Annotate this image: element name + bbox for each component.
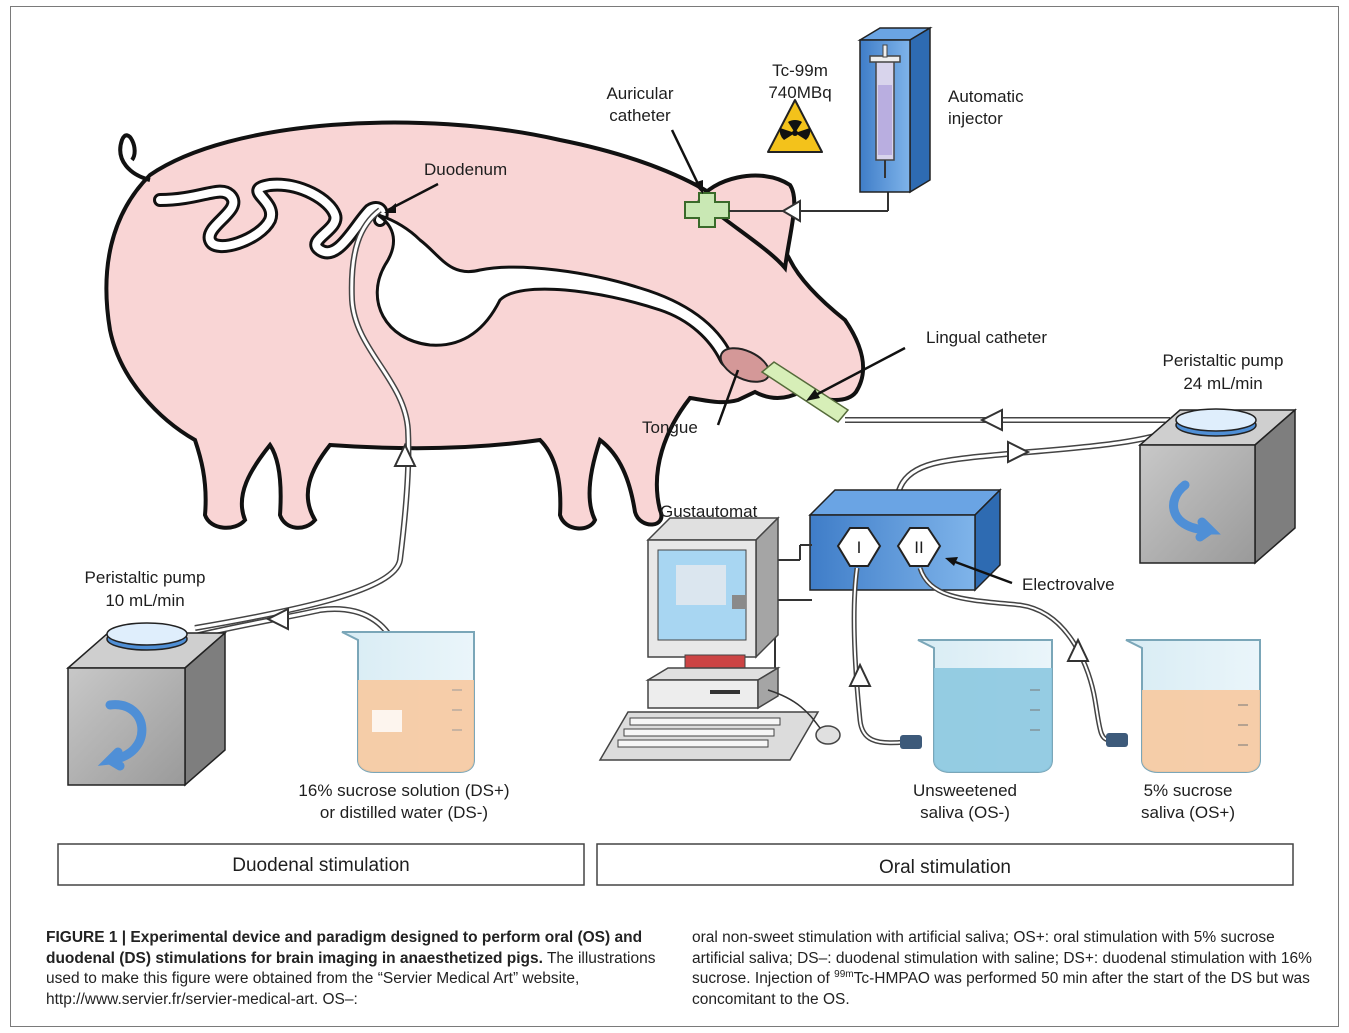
experiment-diagram: Tc-99m 740MBq Auricular catheter Automat… <box>57 26 1297 886</box>
section-duodenal: Duodenal stimulation <box>57 843 585 886</box>
label-valve-2: II <box>914 538 923 557</box>
beaker-sucrose-saliva <box>1106 639 1261 773</box>
rotation-arrow-icon <box>97 700 147 771</box>
flow-arrow-duodenal-pump <box>265 607 289 631</box>
electrovalve-box <box>808 488 1002 592</box>
flow-arrow-oral <box>979 408 1003 432</box>
label-tracer: Tc-99m <box>772 61 828 80</box>
saliva-tubes <box>848 567 1111 746</box>
flow-arrow-valve <box>1007 440 1031 464</box>
section-oral: Oral stimulation <box>596 843 1294 886</box>
caption-isotope-sup: 99m <box>834 968 854 980</box>
label-tongue: Tongue <box>642 418 698 437</box>
pig <box>104 120 866 531</box>
label-duodenum: Duodenum <box>424 160 507 179</box>
label-sucrose-solution: 16% sucrose solution (DS+) <box>298 781 509 800</box>
label-injector: Automatic <box>948 87 1024 106</box>
label-unsweetened-2: saliva (OS-) <box>920 803 1010 822</box>
automatic-injector <box>857 26 933 194</box>
mouse <box>815 725 841 745</box>
label-lingual-catheter: Lingual catheter <box>926 328 1047 347</box>
caption-right-text-a: oral non-sweet stimulation with artifici… <box>692 929 1312 987</box>
label-unsweetened: Unsweetened <box>913 781 1017 800</box>
gustautomat-computer <box>598 516 841 761</box>
oral-tube <box>845 408 1182 521</box>
caption-right-text-b: Tc-HMPAO was performed 50 min after the … <box>692 970 1310 1008</box>
caption-left: FIGURE 1 | Experimental device and parad… <box>46 928 666 1010</box>
radiation-hazard-icon <box>767 99 823 153</box>
stomach <box>375 213 735 369</box>
valve-2 <box>896 527 942 567</box>
valve-1 <box>836 527 882 567</box>
caption-left-text: The illustrations used to make this figu… <box>46 949 656 1008</box>
label-pump-left-rate: 10 mL/min <box>105 591 184 610</box>
label-auricular-2: catheter <box>609 106 671 125</box>
peristaltic-pump-right <box>1138 408 1297 565</box>
label-electrovalve: Electrovalve <box>1022 575 1115 594</box>
section-oral-label: Oral stimulation <box>879 857 1011 878</box>
label-sucrose-solution-2: or distilled water (DS-) <box>320 803 488 822</box>
label-auricular: Auricular <box>606 84 673 103</box>
figure-frame <box>10 6 1339 1027</box>
peristaltic-pump-left <box>66 622 227 787</box>
label-valve-1: I <box>857 538 862 557</box>
label-gustautomat: Gustautomat <box>660 502 758 521</box>
rotation-arrow-icon <box>1169 480 1221 542</box>
flow-arrow-auricular <box>781 199 801 223</box>
caption-title: FIGURE 1 | Experimental device and parad… <box>46 929 643 967</box>
label-pump-right: Peristaltic pump <box>1163 351 1284 370</box>
beaker-sucrose-solution <box>341 631 475 773</box>
label-sucrose-saliva-2: saliva (OS+) <box>1141 803 1235 822</box>
flow-arrow-duodenal-up <box>393 442 417 467</box>
caption-right: oral non-sweet stimulation with artifici… <box>692 928 1317 1010</box>
label-pump-right-rate: 24 mL/min <box>1183 374 1262 393</box>
beaker-unsweetened <box>900 639 1053 773</box>
flow-arrow-unsweetened <box>848 662 872 687</box>
label-tracer-activity: 740MBq <box>768 83 831 102</box>
section-duodenal-label: Duodenal stimulation <box>232 855 409 876</box>
lingual-catheter <box>760 361 850 423</box>
label-injector-2: injector <box>948 109 1003 128</box>
pig-tail <box>118 133 151 182</box>
label-sucrose-saliva: 5% sucrose <box>1144 781 1233 800</box>
label-pump-left: Peristaltic pump <box>85 568 206 587</box>
flow-arrow-sucrose-saliva <box>1066 637 1090 662</box>
